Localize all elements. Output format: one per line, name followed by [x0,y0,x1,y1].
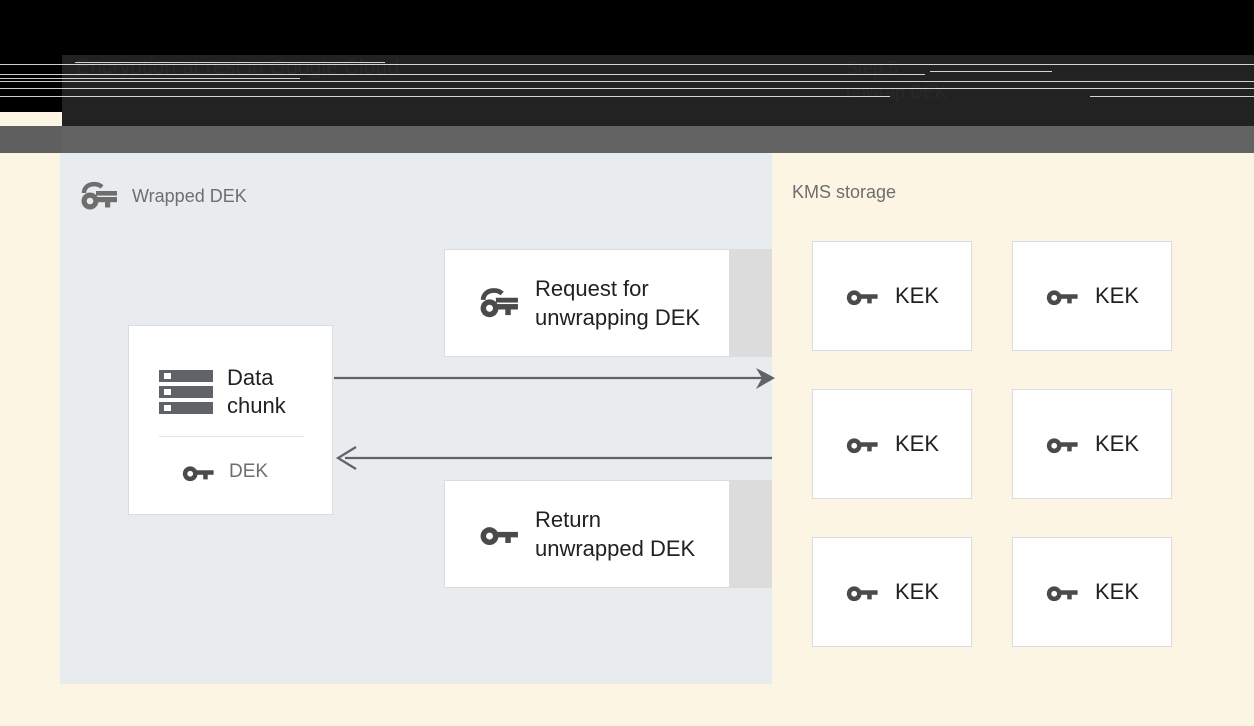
key-icon [1045,283,1079,309]
data-chunk-row: Data chunk [159,364,286,420]
header-artifact-line [0,88,1254,89]
key-icon [845,431,879,457]
return-unwrapped-card[interactable]: Return unwrapped DEK [444,480,730,588]
header-artifact-line [75,62,385,63]
wrapped-key-icon [80,181,118,211]
data-chunk-icon [159,368,213,416]
header-artifact-line [930,71,1052,72]
header-artifact-line [0,81,1254,82]
data-chunk-card[interactable]: Data chunk DEK [128,325,333,515]
header-dark-band [0,55,1254,126]
request-unwrap-card[interactable]: Request for unwrapping DEK [444,249,730,357]
kms-storage-panel-label: KMS storage [792,182,897,202]
return-unwrapped-label: Return unwrapped DEK [535,507,696,561]
kek-label: KEK [1094,431,1140,456]
kek-card[interactable]: KEK [812,389,972,499]
wrapped-dek-panel-header: Wrapped DEK [80,181,247,211]
request-unwrap-label: Request for unwrapping DEK [535,276,701,330]
kms-storage-panel-header: KMS storage [792,181,896,203]
kek-card[interactable]: KEK [812,241,972,351]
header-black-band [0,0,1254,55]
data-chunk-title: Data chunk [227,365,286,418]
kek-card[interactable]: KEK [1012,241,1172,351]
header-artifact-line [0,64,1254,65]
header-artifact-line [0,96,890,97]
header-grey-band-left [0,126,62,153]
kek-label: KEK [894,283,940,308]
key-icon [1045,431,1079,457]
header-artifact-line [1090,96,1254,97]
kek-label: KEK [1094,283,1140,308]
header-grey-band [0,126,1254,153]
key-icon [845,579,879,605]
data-chunk-divider [159,436,304,437]
key-icon [845,283,879,309]
key-icon [181,459,215,485]
wrapped-key-icon [479,287,519,319]
kek-card[interactable]: KEK [1012,537,1172,647]
header-artifact-line [0,78,300,79]
request-card-shadow [730,249,772,357]
data-chunk-dek-row: DEK [181,459,268,485]
key-icon [479,518,519,550]
return-card-shadow [730,480,772,588]
kek-card[interactable]: KEK [812,537,972,647]
header-artifact-line [0,74,925,75]
step-label: Step 5: unwrap DEK [846,58,948,102]
kek-label: KEK [894,579,940,604]
key-icon [1045,579,1079,605]
dek-label: DEK [229,461,269,482]
kek-label: KEK [894,431,940,456]
page-title: Encryption at rest in Google Cloud [76,56,400,79]
kek-label: KEK [1094,579,1140,604]
wrapped-dek-panel-label: Wrapped DEK [132,186,247,206]
kek-card[interactable]: KEK [1012,389,1172,499]
